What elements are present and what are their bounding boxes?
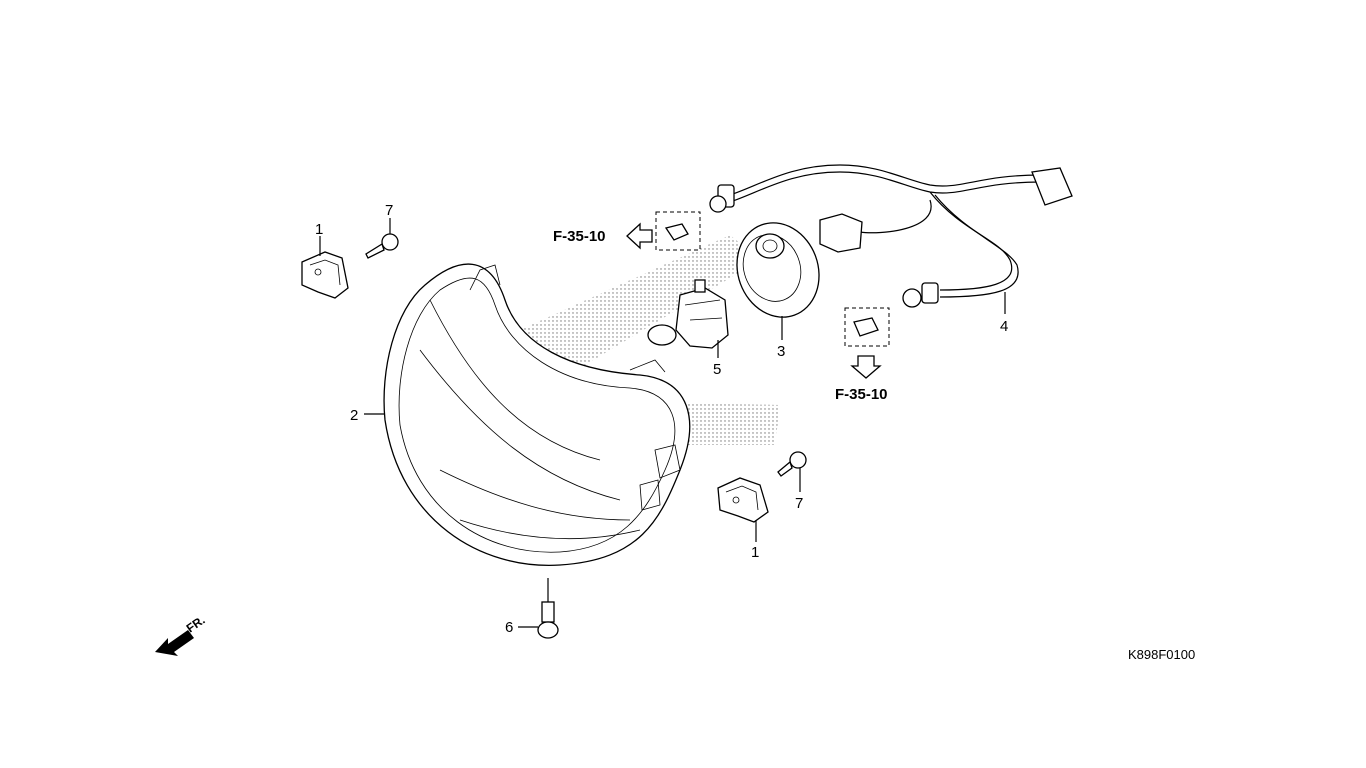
harness[interactable]	[709, 164, 1073, 308]
screw-left[interactable]	[365, 233, 399, 259]
ref-arrow-right[interactable]	[850, 355, 882, 379]
callout-bulb[interactable]: 5	[713, 361, 721, 378]
bolt[interactable]	[537, 601, 559, 639]
leader-lines	[319, 218, 1006, 628]
callout-bolt[interactable]: 6	[505, 619, 513, 636]
ref-box-right	[844, 307, 890, 347]
callout-harness[interactable]: 4	[1000, 318, 1008, 335]
clip-right[interactable]	[717, 477, 769, 523]
callout-screw-left[interactable]: 7	[385, 202, 393, 219]
ref-arrow-left[interactable]	[626, 222, 653, 250]
ref-box-left	[655, 211, 701, 251]
callout-clip-left[interactable]: 1	[315, 221, 323, 238]
screw-right[interactable]	[777, 451, 807, 477]
headlight-unit[interactable]	[383, 263, 691, 566]
clip-left[interactable]	[301, 251, 349, 299]
front-direction-arrow: FR.	[155, 613, 208, 656]
ref-label-left[interactable]: F-35-10	[553, 228, 606, 245]
ref-label-right[interactable]: F-35-10	[835, 386, 888, 403]
callout-screw-right[interactable]: 7	[795, 495, 803, 512]
callout-dust-cover[interactable]: 3	[777, 343, 785, 360]
callout-clip-right[interactable]: 1	[751, 544, 759, 561]
dust-cover[interactable]	[724, 211, 832, 329]
callout-headlight-unit[interactable]: 2	[350, 407, 358, 424]
diagram-code: K898F0100	[1128, 647, 1195, 662]
bulb[interactable]	[647, 279, 729, 349]
